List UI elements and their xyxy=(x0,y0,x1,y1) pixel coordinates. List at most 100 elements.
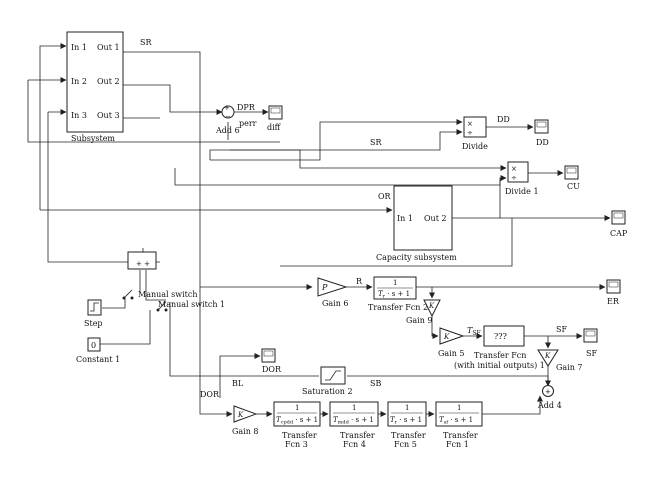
transfer-fcn-5[interactable]: 1 Tr · s + 1 Transfer Fcn 5 xyxy=(387,401,427,449)
divide1-div: ÷ xyxy=(511,174,517,182)
constant-source[interactable]: 0 Constant 1 xyxy=(76,337,120,364)
gain5-symbol: K xyxy=(443,333,450,341)
tf3-numerator: 1 xyxy=(295,404,299,412)
tf5-den-rest: · s + 1 xyxy=(397,416,422,424)
tf-init-text: ??? xyxy=(494,332,507,341)
scope-diff-label: diff xyxy=(267,123,282,132)
tf3-den-rest: · s + 1 xyxy=(293,416,318,424)
gain8-block[interactable]: K Gain 8 xyxy=(232,405,259,436)
tf5-label2: Fcn 5 xyxy=(394,440,417,449)
divide-div: ÷ xyxy=(467,129,473,137)
capacity-in1: In 1 xyxy=(397,214,413,223)
capacity-out2: Out 2 xyxy=(424,214,447,223)
svg-text:Tcpdd · s + 1: Tcpdd · s + 1 xyxy=(276,416,318,426)
scope-cap[interactable]: CAP xyxy=(610,210,628,238)
signal-dpr: DPR xyxy=(237,103,256,112)
subsystem-in1: In 1 xyxy=(71,43,87,52)
scope-dd[interactable]: DD xyxy=(534,119,549,147)
tf1-den-var: T xyxy=(439,416,445,424)
divide1-mul: × xyxy=(511,165,517,173)
scope-cu[interactable]: CU xyxy=(564,165,580,191)
tf5-label1: Transfer xyxy=(391,431,426,440)
svg-text:Tmdd · s + 1: Tmdd · s + 1 xyxy=(333,416,374,426)
signal-dd: DD xyxy=(497,115,510,124)
tf1-label2: Fcn 1 xyxy=(446,440,469,449)
tf5-numerator: 1 xyxy=(405,404,409,412)
add6-plus: + xyxy=(224,104,230,112)
gain6-symbol: P xyxy=(321,283,328,292)
gain7-block[interactable]: K Gain 7 xyxy=(537,349,583,372)
svg-text:Tr · s + 1: Tr · s + 1 xyxy=(378,290,410,300)
tf1-den-rest: · s + 1 xyxy=(448,416,473,424)
signal-dor: DOR xyxy=(200,390,220,399)
saturation-label: Saturation 2 xyxy=(302,387,353,396)
signal-wires xyxy=(27,43,611,417)
tf5-den-var: T xyxy=(390,416,396,424)
divide-label: Divide xyxy=(462,142,488,151)
transfer-fcn-2[interactable]: 1 Tr · s + 1 Transfer Fcn 2 xyxy=(368,276,428,312)
tf2-den-rest: · s + 1 xyxy=(385,290,410,298)
transfer-fcn-1[interactable]: 1 Tsf · s + 1 Transfer Fcn 1 xyxy=(435,401,483,449)
scope-sf-label: SF xyxy=(586,349,597,358)
divide1-block[interactable]: × ÷ Divide 1 xyxy=(505,161,539,196)
svg-text:Tsf · s + 1: Tsf · s + 1 xyxy=(439,416,473,426)
signal-perr: perr xyxy=(239,119,257,128)
tf-init-label2: (with initial outputs) 1 xyxy=(454,361,545,370)
divide-mul: × xyxy=(467,120,473,128)
subsystem-block[interactable]: In 1 In 2 In 3 Out 1 Out 2 Out 3 Subsyst… xyxy=(66,31,124,143)
tf-init-label1: Transfer Fcn xyxy=(474,351,526,360)
tf4-den-var: T xyxy=(333,416,339,424)
capacity-subsystem-label: Capacity subsystem xyxy=(376,253,457,262)
divide-block[interactable]: × ÷ Divide xyxy=(462,116,488,151)
scope-dor-label: DOR xyxy=(262,365,282,374)
add4-label: Add 4 xyxy=(537,401,562,410)
scope-cap-label: CAP xyxy=(610,229,628,238)
subsystem-in2: In 2 xyxy=(71,77,87,86)
manual-switch-1[interactable]: Manual switch 1 xyxy=(156,300,226,312)
transfer-fcn-initial-outputs[interactable]: ??? Transfer Fcn (with initial outputs) … xyxy=(454,325,545,370)
gain6-block[interactable]: P Gain 6 xyxy=(317,277,349,308)
signal-labels: SR SR DPR perr DD OR R TSF SF BL SB DOR xyxy=(140,38,567,399)
scope-er[interactable]: ER xyxy=(606,279,621,306)
signal-tsf-sub: SF xyxy=(472,330,480,337)
gain9-block[interactable]: K Gain 9 xyxy=(406,299,441,325)
manual-switch[interactable]: Manual switch xyxy=(122,289,198,300)
scope-dor[interactable]: DOR xyxy=(261,348,282,374)
gain9-symbol: K xyxy=(428,302,435,310)
scope-dd-label: DD xyxy=(536,138,549,147)
transfer-fcn-4[interactable]: 1 Tmdd · s + 1 Transfer Fcn 4 xyxy=(329,401,379,449)
tf3-label1: Transfer xyxy=(282,431,317,440)
tf3-den-sub: cpdd xyxy=(281,420,294,426)
tf3-den-var: T xyxy=(276,416,282,424)
saturation-block[interactable]: Saturation 2 xyxy=(302,366,353,396)
subsystem-label: Subsystem xyxy=(71,134,115,143)
tf1-den-sub: sf xyxy=(444,420,450,426)
sum-block-top[interactable]: + + xyxy=(127,251,157,270)
divide1-label: Divide 1 xyxy=(505,187,539,196)
capacity-subsystem-block[interactable]: In 1 Out 2 Capacity subsystem xyxy=(376,185,457,262)
gain5-label: Gain 5 xyxy=(438,349,465,358)
sum-top-signs: + + xyxy=(136,260,150,268)
manual-switch1-label: Manual switch 1 xyxy=(158,300,225,309)
tf5-den-sub: r xyxy=(395,420,398,426)
signal-r: R xyxy=(356,277,363,286)
tf2-numerator: 1 xyxy=(393,279,397,287)
scope-diff[interactable]: diff xyxy=(267,105,283,132)
scope-sf[interactable]: SF xyxy=(583,328,598,358)
step-source[interactable]: Step xyxy=(84,299,103,328)
signal-sr-mid: SR xyxy=(370,138,382,147)
add6-sum-block[interactable]: + − Add 6 xyxy=(215,104,240,135)
gain7-label: Gain 7 xyxy=(556,363,583,372)
tf3-label2: Fcn 3 xyxy=(285,440,308,449)
gain6-label: Gain 6 xyxy=(322,299,349,308)
gain8-label: Gain 8 xyxy=(232,427,259,436)
signal-sr-top: SR xyxy=(140,38,152,47)
gain5-block[interactable]: K Gain 5 xyxy=(438,327,465,358)
add4-sum-block[interactable]: + Add 4 xyxy=(537,385,562,411)
step-label: Step xyxy=(84,319,103,328)
subsystem-out3: Out 3 xyxy=(97,111,120,120)
transfer-fcn-3[interactable]: 1 Tcpdd · s + 1 Transfer Fcn 3 xyxy=(273,401,321,449)
tf4-label1: Transfer xyxy=(340,431,375,440)
tf2-label: Transfer Fcn 2 xyxy=(368,303,428,312)
